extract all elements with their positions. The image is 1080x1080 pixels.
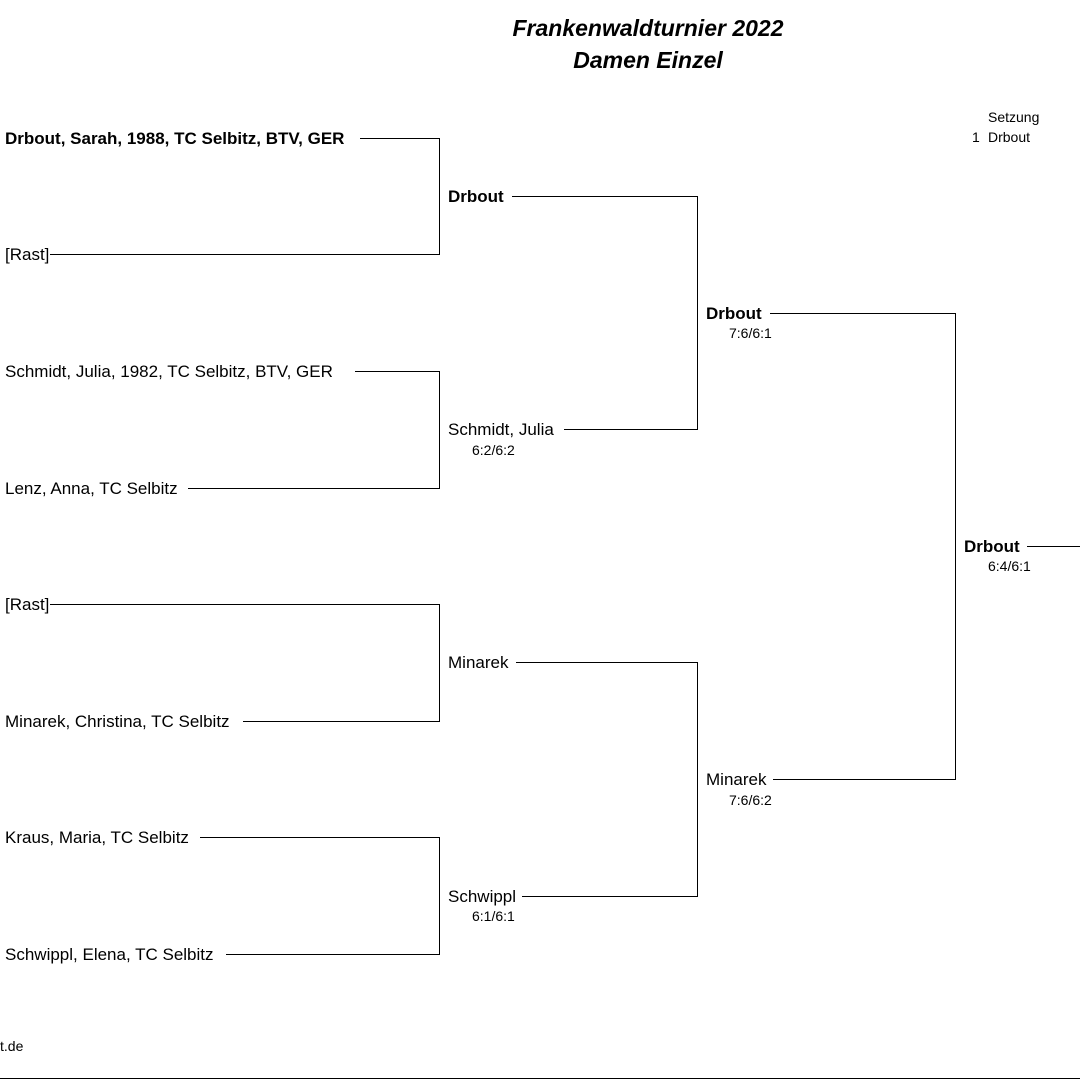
bracket-line <box>697 662 698 897</box>
bracket-line <box>1027 546 1080 547</box>
tournament-title: Frankenwaldturnier 2022 <box>512 15 784 41</box>
round1-player-5: [Rast] <box>5 595 50 614</box>
bracket-line <box>188 488 440 489</box>
round1-player-1: Drbout, Sarah, 1988, TC Selbitz, BTV, GE… <box>5 129 345 148</box>
round2-score-2: 6:2/6:2 <box>472 442 515 458</box>
final-score: 6:4/6:1 <box>988 558 1031 574</box>
round1-player-8: Schwippl, Elena, TC Selbitz <box>5 945 214 964</box>
bracket-line <box>439 138 440 255</box>
tournament-subtitle: Damen Einzel <box>573 47 723 73</box>
round2-winner-2: Schmidt, Julia <box>448 420 554 439</box>
round1-player-3: Schmidt, Julia, 1982, TC Selbitz, BTV, G… <box>5 362 333 381</box>
footer-divider <box>0 1078 1080 1079</box>
bracket-line <box>226 954 440 955</box>
bracket-line <box>355 371 440 372</box>
bracket-line <box>439 604 440 722</box>
seed-name: Drbout <box>988 129 1031 145</box>
bracket-line <box>200 837 440 838</box>
footer-text: t.de <box>0 1038 24 1054</box>
round3-score-2: 7:6/6:2 <box>729 792 772 808</box>
round2-winner-1: Drbout <box>448 187 504 206</box>
round2-score-4: 6:1/6:1 <box>472 908 515 924</box>
round2-winner-3: Minarek <box>448 653 509 672</box>
round1-player-7: Kraus, Maria, TC Selbitz <box>5 828 189 847</box>
bracket-line <box>512 196 698 197</box>
bracket-line <box>360 138 440 139</box>
bracket-line <box>516 662 698 663</box>
bracket-line <box>50 254 440 255</box>
bracket-line <box>522 896 698 897</box>
bracket-line <box>564 429 698 430</box>
round1-player-4: Lenz, Anna, TC Selbitz <box>5 479 178 498</box>
round3-score-1: 7:6/6:1 <box>729 325 772 341</box>
bracket-line <box>439 371 440 489</box>
round3-winner-2: Minarek <box>706 770 767 789</box>
bracket-line <box>439 837 440 955</box>
round1-player-2: [Rast] <box>5 245 50 264</box>
round1-player-6: Minarek, Christina, TC Selbitz <box>5 712 230 731</box>
bracket-line <box>50 604 440 605</box>
bracket-line <box>770 313 956 314</box>
round2-winner-4: Schwippl <box>448 887 517 906</box>
bracket-line <box>773 779 956 780</box>
seeding-header: Setzung <box>988 109 1040 125</box>
round3-winner-1: Drbout <box>706 304 762 323</box>
bracket-line <box>955 313 956 780</box>
seed-number: 1 <box>972 129 980 145</box>
final-winner: Drbout <box>964 537 1020 556</box>
bracket-line <box>697 196 698 430</box>
bracket-line <box>243 721 440 722</box>
